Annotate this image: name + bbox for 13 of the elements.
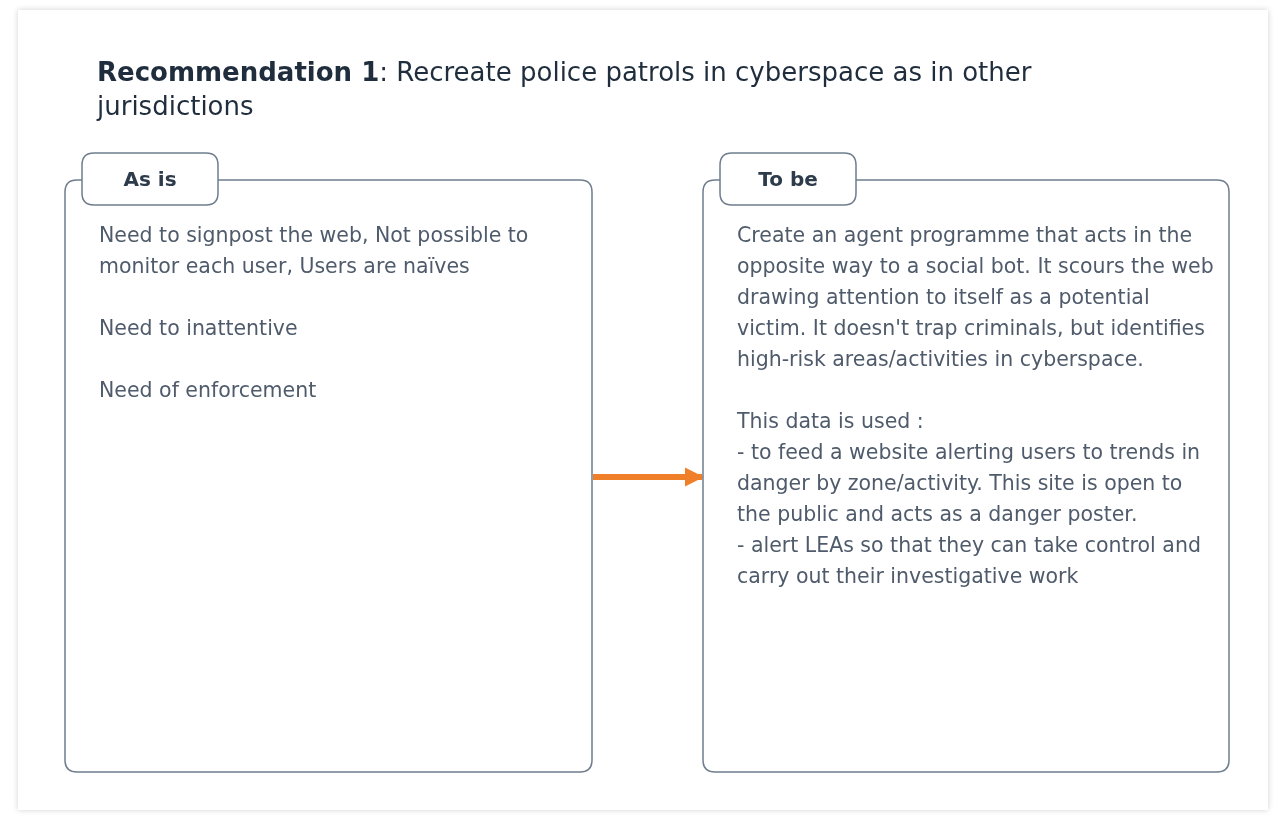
panel-heading: As is xyxy=(123,167,177,191)
body-text: Need of enforcement xyxy=(99,377,318,404)
body-text: Need to signpost the web, Not possible to monitor each user, Users are naïves xyxy=(99,222,530,280)
content-panel xyxy=(65,153,592,772)
arrow xyxy=(593,467,704,487)
body-text: This data is used : xyxy=(737,408,925,435)
panel-heading: To be xyxy=(758,167,818,191)
body-text: - to feed a website alerting users to trends in danger by zone/activity. This site is open to the public and acts as a danger poster. xyxy=(737,439,1202,528)
title: Recommendation 1: Recreate police patrols in cyberspace as in other jurisdictions xyxy=(97,56,1033,123)
content-panel xyxy=(703,153,1229,772)
body-text: Need to inattentive xyxy=(99,315,299,342)
body-text: Create an agent programme that acts in the opposite way to a social bot. It scours the web drawing attention to itself as a potential victim. It doesn't trap criminals, but identifies high-risk areas/activities in cyberspace. xyxy=(737,222,1215,373)
body-text: - alert LEAs so that they can take control and carry out their investigative work xyxy=(737,532,1202,590)
